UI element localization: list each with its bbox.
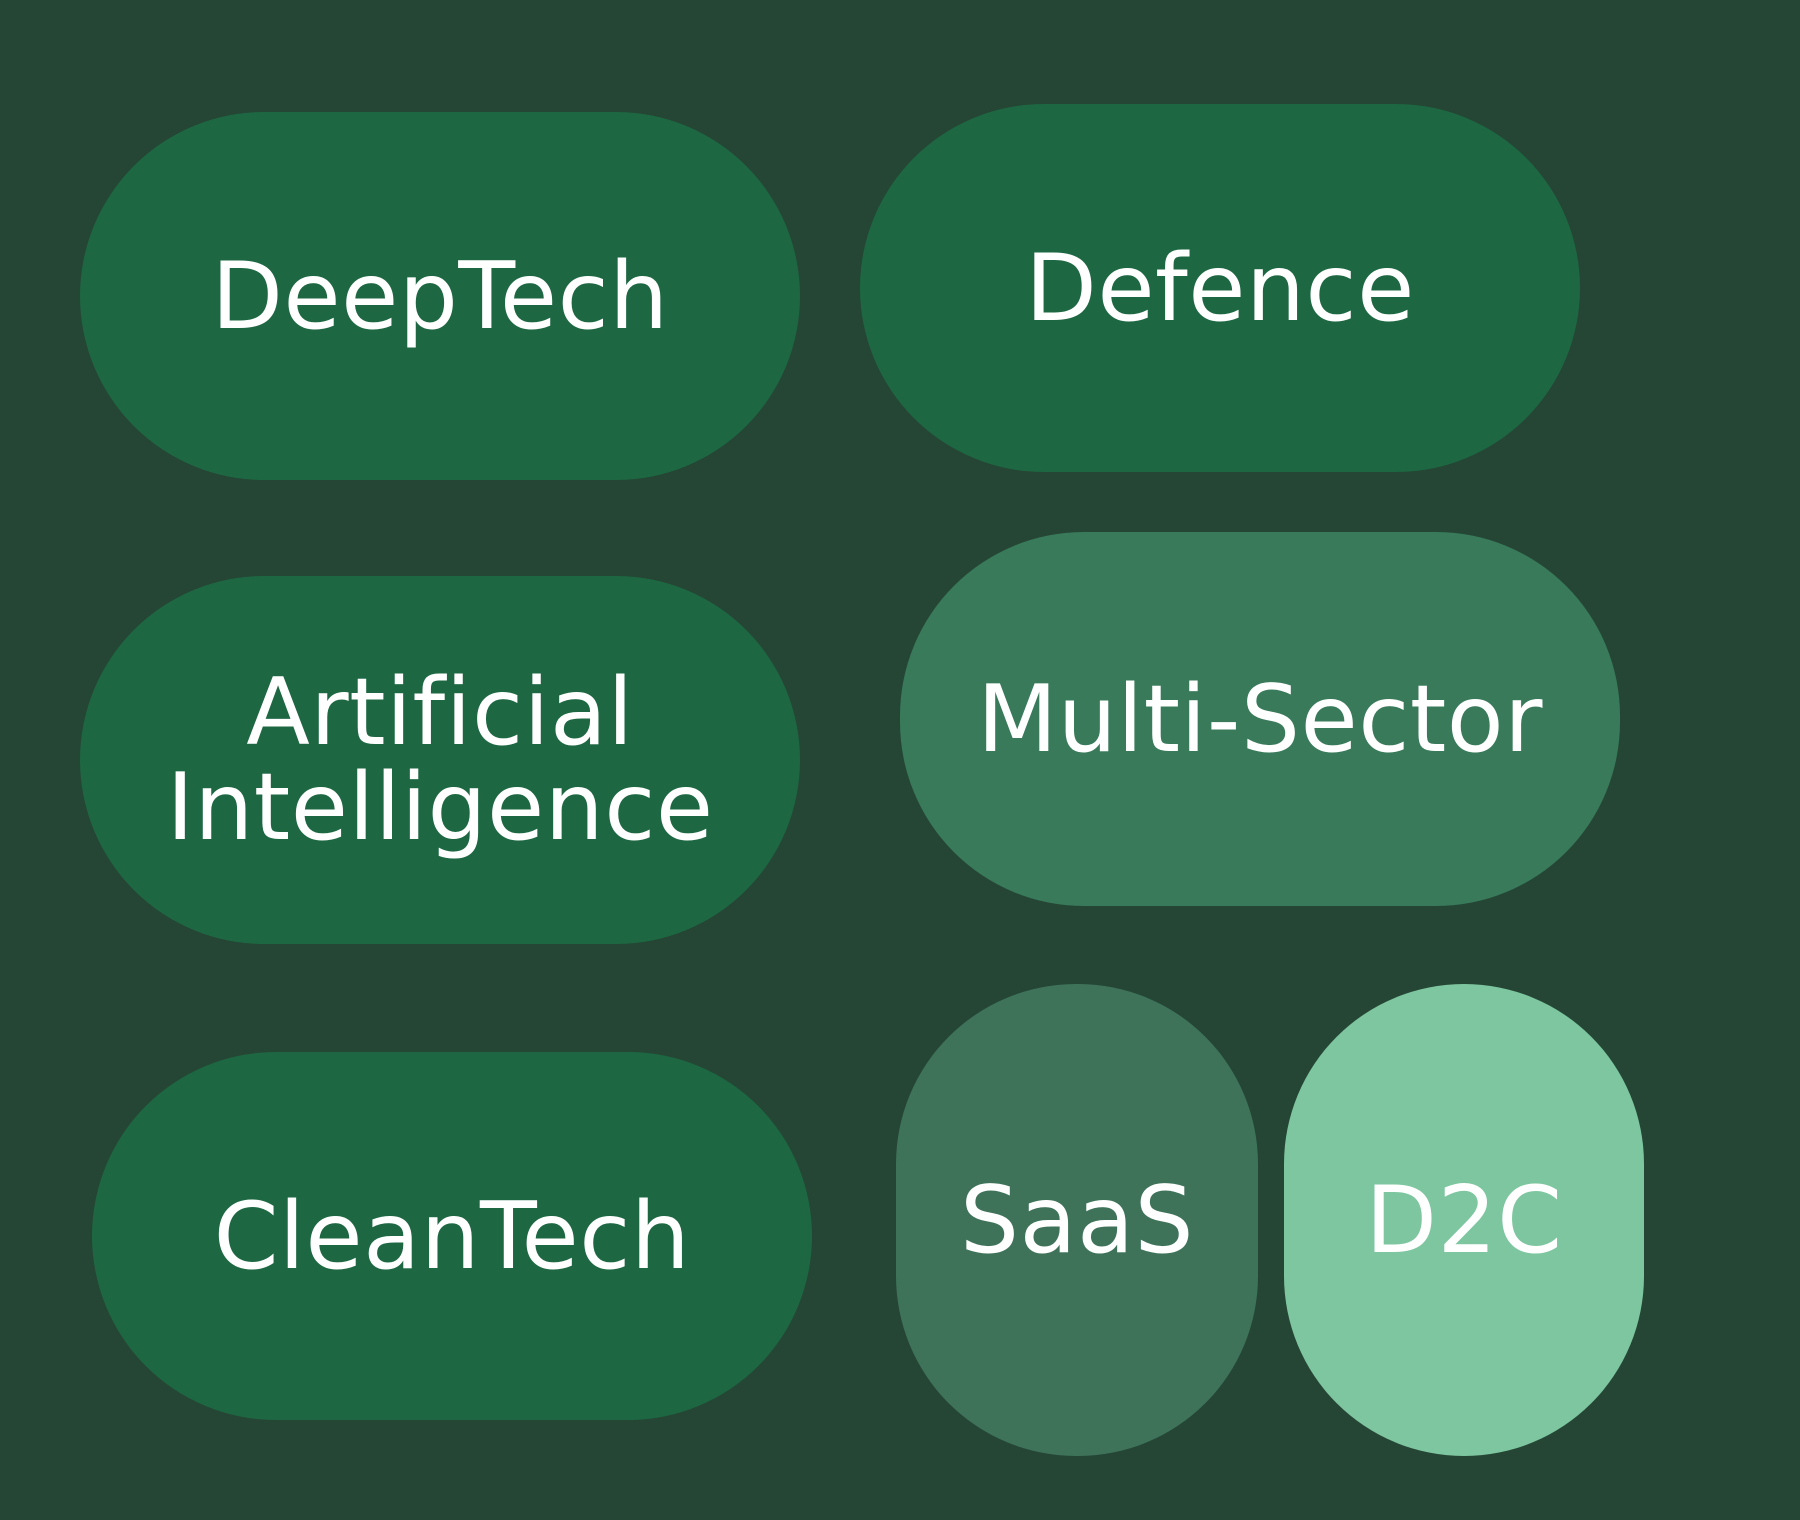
tag-label-line-1: Artificial (246, 658, 634, 767)
tag-label: CleanTech (213, 1181, 691, 1290)
tag-label: SaaS (959, 1165, 1195, 1274)
tag-saas: SaaS (896, 984, 1258, 1456)
tag-label: D2C (1365, 1165, 1563, 1274)
tag-multi-sector: Multi-Sector (900, 532, 1620, 906)
tag-defence: Defence (860, 104, 1580, 472)
tag-label: DeepTech (211, 241, 669, 350)
tag-label: Multi-Sector (977, 664, 1543, 773)
tag-artificial-intelligence: Artificial Intelligence (80, 576, 800, 944)
tag-cleantech: CleanTech (92, 1052, 812, 1420)
tag-deeptech: DeepTech (80, 112, 800, 480)
tag-label: Defence (1025, 233, 1415, 342)
tag-label-line-2: Intelligence (166, 753, 714, 861)
tag-d2c: D2C (1284, 984, 1644, 1456)
